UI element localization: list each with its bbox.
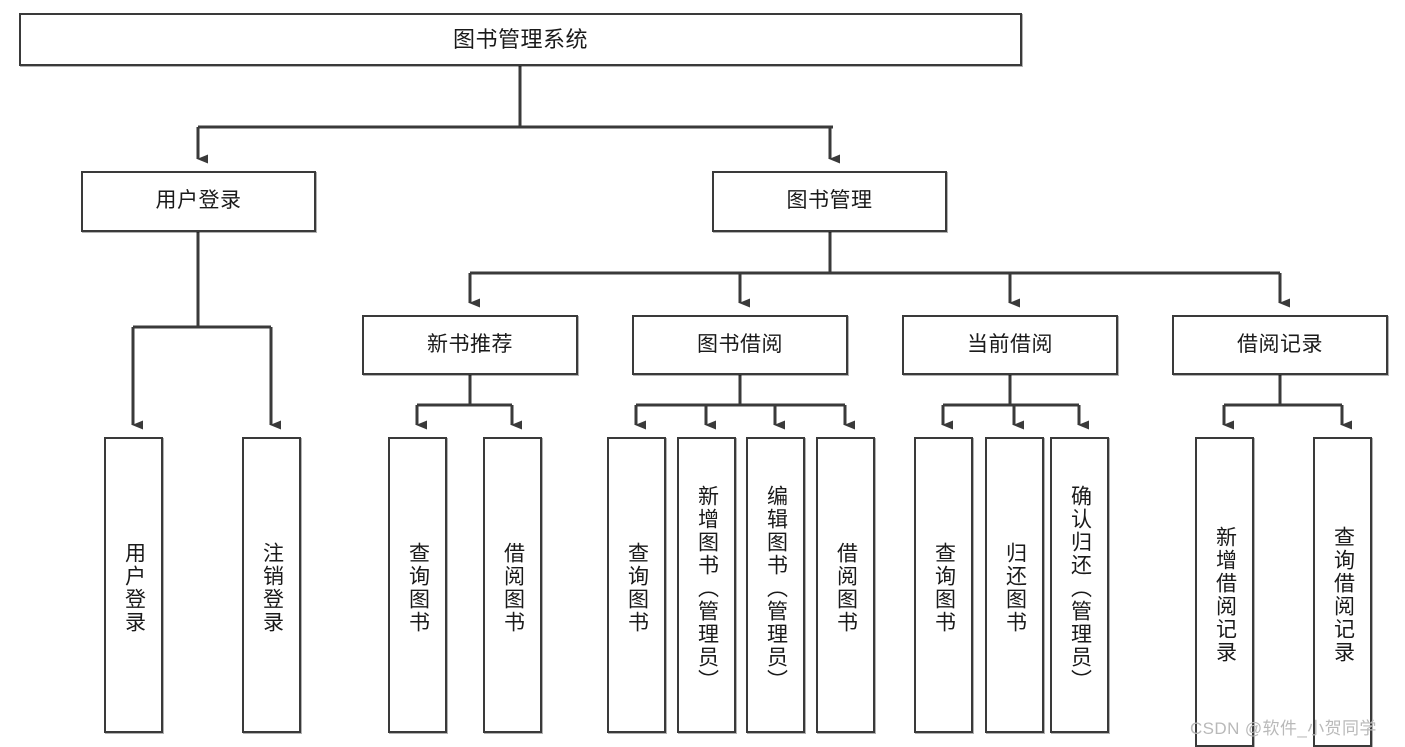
node-leaf-query-book-2[interactable]: 查询图书 [607, 437, 666, 733]
node-leaf-query-book-2-label: 查询图书 [625, 542, 649, 634]
node-user-login-label: 用户登录 [155, 189, 242, 213]
node-book-management-label: 图书管理 [786, 189, 873, 213]
node-root-label: 图书管理系统 [452, 26, 588, 52]
node-leaf-add-record-label: 新增借阅记录 [1213, 526, 1237, 664]
node-leaf-return-book[interactable]: 归还图书 [985, 437, 1044, 733]
node-leaf-borrow-book-2-label: 借阅图书 [834, 542, 858, 634]
node-leaf-edit-book-label: 编辑图书（管理员） [764, 484, 788, 692]
node-borrow-record[interactable]: 借阅记录 [1172, 315, 1388, 375]
node-book-borrow[interactable]: 图书借阅 [632, 315, 848, 375]
node-leaf-query-record[interactable]: 查询借阅记录 [1313, 437, 1372, 747]
node-leaf-logout[interactable]: 注销登录 [242, 437, 301, 733]
node-leaf-add-record[interactable]: 新增借阅记录 [1195, 437, 1254, 747]
node-book-management[interactable]: 图书管理 [712, 171, 947, 232]
node-leaf-add-book[interactable]: 新增图书（管理员） [677, 437, 736, 733]
node-borrow-record-label: 借阅记录 [1237, 332, 1323, 356]
node-leaf-logout-label: 注销登录 [260, 542, 284, 634]
node-current-borrow-label: 当前借阅 [967, 332, 1053, 356]
node-leaf-query-book-1-label: 查询图书 [406, 542, 430, 634]
node-new-book-recommend[interactable]: 新书推荐 [362, 315, 578, 375]
node-leaf-edit-book[interactable]: 编辑图书（管理员） [746, 437, 805, 733]
watermark: CSDN @软件_小贺同学 [1190, 719, 1377, 738]
node-user-login[interactable]: 用户登录 [81, 171, 316, 232]
node-leaf-user-login-label: 用户登录 [122, 542, 146, 634]
node-current-borrow[interactable]: 当前借阅 [902, 315, 1118, 375]
node-leaf-borrow-book-1-label: 借阅图书 [501, 542, 525, 634]
node-leaf-borrow-book-1[interactable]: 借阅图书 [483, 437, 542, 733]
node-book-borrow-label: 图书借阅 [697, 332, 783, 356]
node-leaf-confirm-return[interactable]: 确认归还（管理员） [1050, 437, 1109, 733]
node-root[interactable]: 图书管理系统 [19, 13, 1022, 66]
node-leaf-query-book-1[interactable]: 查询图书 [388, 437, 447, 733]
node-new-book-recommend-label: 新书推荐 [427, 332, 513, 356]
node-leaf-add-book-label: 新增图书（管理员） [695, 484, 719, 692]
node-leaf-query-record-label: 查询借阅记录 [1331, 526, 1355, 664]
node-leaf-query-book-3-label: 查询图书 [932, 542, 956, 634]
node-leaf-query-book-3[interactable]: 查询图书 [914, 437, 973, 733]
node-leaf-user-login[interactable]: 用户登录 [104, 437, 163, 733]
node-leaf-confirm-return-label: 确认归还（管理员） [1068, 484, 1092, 692]
node-leaf-return-book-label: 归还图书 [1003, 542, 1027, 634]
node-leaf-borrow-book-2[interactable]: 借阅图书 [816, 437, 875, 733]
